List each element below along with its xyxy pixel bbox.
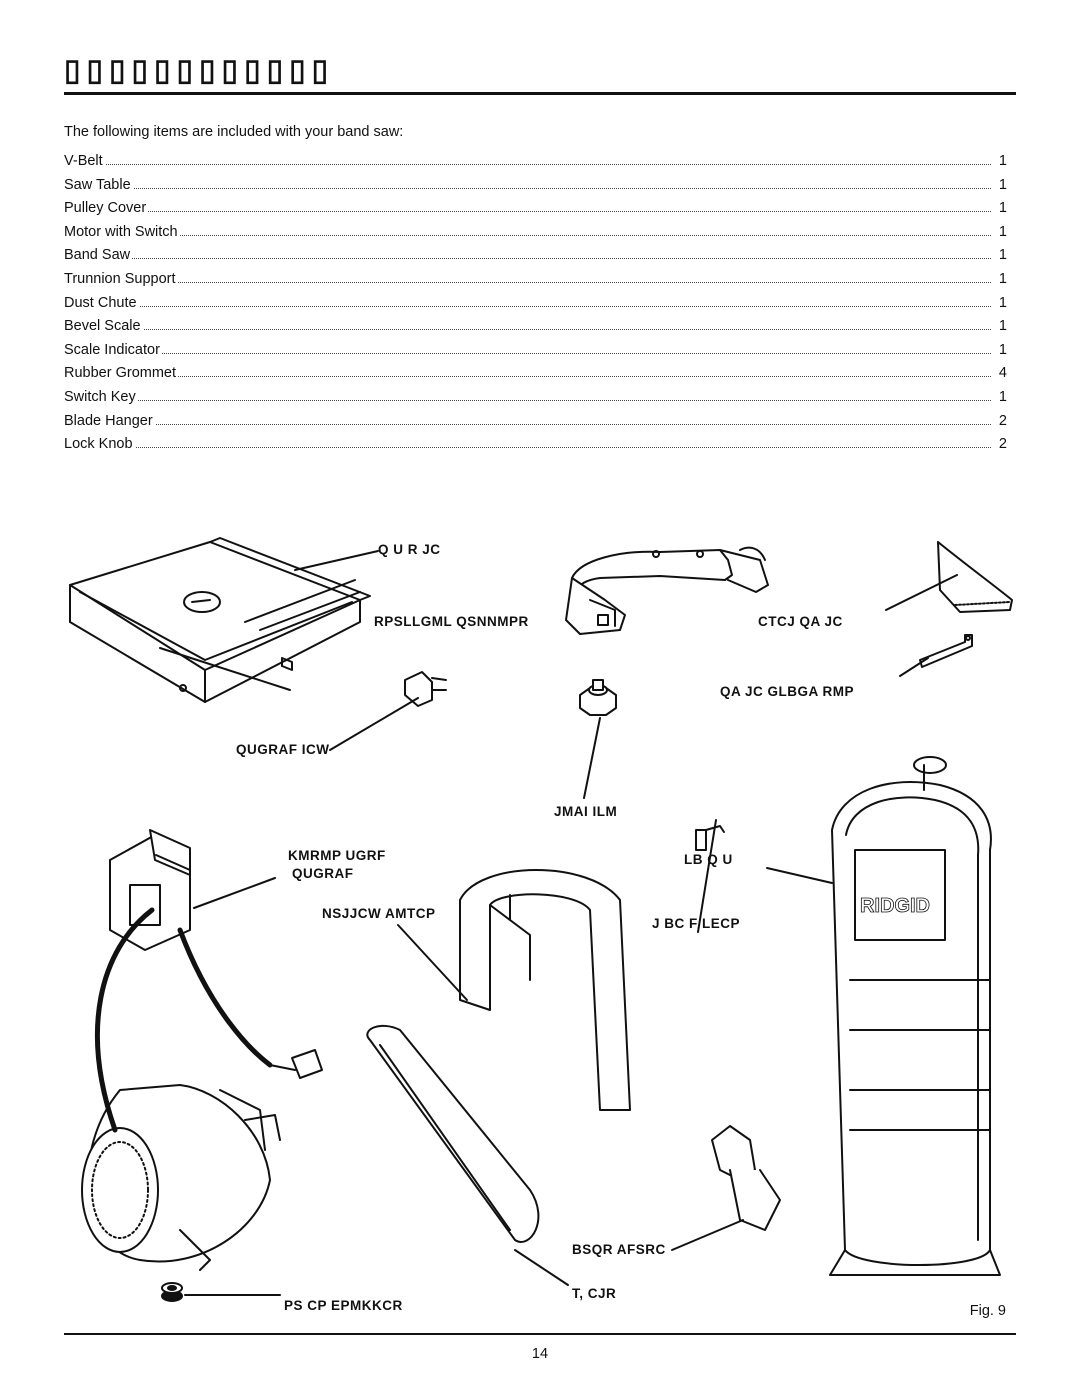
header-rule [64,92,1016,95]
item-qty: 2 [995,434,1007,455]
list-item: Dust Chute 1 [64,292,1007,317]
blade-hanger-drawing [695,825,725,851]
item-qty: 1 [995,339,1007,360]
item-qty: 2 [995,410,1007,431]
lock-knob-drawing [579,679,617,716]
callout-pulley-cover: NSJJCW AMTCP [322,906,436,921]
callout-v-belt: T, CJR [572,1286,617,1301]
v-belt-drawing [366,1024,540,1243]
item-name: Blade Hanger [64,410,155,431]
callout-lock-knob: JMAI ILM [554,804,618,819]
callout-motor-with-switch: KMRMP UGRF [288,848,386,863]
item-name: Lock Knob [64,434,135,455]
callout-band-saw: LB Q U [684,852,733,867]
item-qty: 4 [995,363,1007,384]
rubber-grommet-drawing [161,1282,183,1302]
callout-rubber-grommet: PS CP EPMKKCR [284,1298,403,1313]
item-name: Pulley Cover [64,198,149,219]
list-item: Bevel Scale 1 [64,316,1007,340]
list-item: Scale Indicator 1 [64,339,1007,364]
item-name: Bevel Scale [64,316,143,337]
item-name: Motor with Switch [64,221,180,242]
list-item: Pulley Cover 1 [64,198,1007,222]
item-name: V-Belt [64,151,105,171]
list-item: Trunnion Support 1 [64,268,1007,293]
callout-switch-key: QUGRAF ICW [236,742,330,757]
parts-drawing: RIDGID [69,537,1013,1302]
callout-saw-table: Q U R JC [378,542,441,557]
item-name: Saw Table [64,174,133,195]
trunnion-support-drawing [565,546,769,635]
item-qty: 1 [995,198,1007,219]
parts-list: V-Belt 1 Saw Table 1 Pulley Cover 1 Motor w… [64,151,1007,458]
item-name: Trunnion Support [64,268,178,289]
bottom-rule [64,1333,1016,1335]
item-qty: 1 [995,292,1007,313]
item-qty: 1 [995,316,1007,337]
page-title: ▯▯▯▯▯▯▯▯▯▯▯▯ [64,54,335,87]
item-qty: 1 [995,174,1007,195]
item-name: Switch Key [64,386,138,407]
list-item: Motor with Switch 1 [64,221,1007,246]
list-item: Blade Hanger 2 [64,410,1007,435]
figure-label: Fig. 9 [969,1303,1006,1319]
list-item: Rubber Grommet 4 [64,363,1007,387]
item-qty: 1 [995,268,1007,289]
scale-indicator-drawing [919,634,973,668]
brand-logo: RIDGID [860,895,930,917]
item-name: Dust Chute [64,292,139,313]
band-saw-drawing [829,756,1001,1276]
motor-drawing [81,829,281,1271]
list-item: Switch Key 1 [64,386,1007,411]
callout-motor-with-switch-line2: QUGRAF [292,866,354,881]
item-name: Scale Indicator [64,339,162,360]
callout-scale-indicator: QA JC GLBGA RMP [720,684,855,699]
page-number: 14 [531,1346,549,1362]
callout-trunnion-support: RPSLLGML QSNNMPR [374,614,529,629]
item-qty: 1 [995,221,1007,242]
item-name: Rubber Grommet [64,363,179,384]
page-header: ▯▯▯▯▯▯▯▯▯▯▯▯ [64,52,1016,96]
callout-bevel-scale: CTCJ QA JC [758,614,843,629]
dust-chute-drawing [711,1125,781,1231]
saw-table-drawing [69,537,371,703]
list-item: Saw Table 1 [64,174,1007,199]
parts-illustration: RIDGID Q U R JC RPSLLGML QSNNMPR CTCJ QA… [60,530,1020,1313]
callout-dust-chute: BSQR AFSRC [572,1242,666,1257]
item-name: Band Saw [64,245,133,266]
list-item: Lock Knob 2 [64,434,1007,458]
bevel-scale-drawing [937,541,1013,613]
callout-blade-hanger: J BC F LECP [652,916,741,931]
pulley-cover-drawing [459,869,631,1111]
item-qty: 1 [995,245,1007,266]
item-qty: 1 [995,151,1007,171]
switch-key-drawing [404,671,447,707]
item-qty: 1 [995,386,1007,407]
intro-text: The following items are included with yo… [64,124,404,140]
list-item: Band Saw 1 [64,245,1007,269]
list-item: V-Belt 1 [64,151,1007,175]
